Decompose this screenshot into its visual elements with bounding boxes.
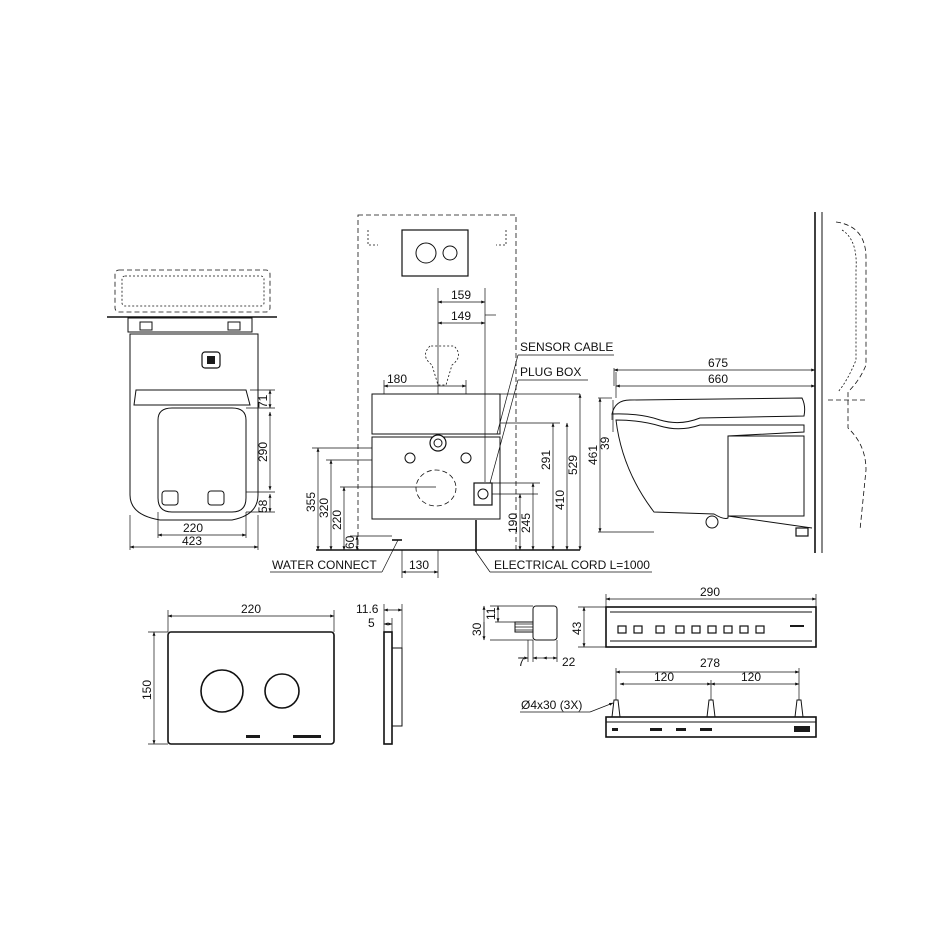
- dim-660: 660: [708, 372, 728, 386]
- plate-side-profile: [383, 631, 393, 745]
- dim-290-panel: 290: [700, 585, 720, 599]
- dim-355: 355: [304, 492, 318, 512]
- dim-120-left: 120: [654, 670, 674, 684]
- panel-btn-9[interactable]: [755, 625, 765, 634]
- seat-side: [611, 397, 806, 424]
- electrical-cord-label: ELECTRICAL CORD L=1000: [494, 558, 650, 572]
- dim-461: 461: [586, 445, 600, 465]
- bowl-rear-body: [727, 435, 805, 517]
- dim-7: 7: [518, 655, 525, 669]
- dim-43: 43: [570, 621, 584, 635]
- panel-side-profile: [532, 605, 558, 641]
- panel-btn-3[interactable]: [655, 625, 665, 634]
- plug-box: [473, 482, 493, 506]
- side-view: 675 660 461 39: [586, 212, 867, 553]
- plug-box-label: PLUG BOX: [520, 365, 581, 379]
- flush-button-small[interactable]: [442, 245, 458, 261]
- dim-58: 58: [256, 499, 270, 513]
- seat-outline: [129, 333, 259, 521]
- dim-11-6: 11.6: [356, 602, 379, 616]
- sensor-lens: [207, 356, 215, 364]
- tank-inner-dashed: [121, 275, 265, 307]
- sensor-cable-label: SENSOR CABLE: [520, 340, 613, 354]
- seat-hinge-edge: [133, 389, 251, 406]
- tank-front-top: [371, 393, 501, 435]
- dim-39: 39: [598, 436, 612, 450]
- foot-right: [207, 490, 225, 506]
- dim-423: 423: [182, 534, 202, 548]
- screw-1: [611, 699, 621, 718]
- dim-190: 190: [506, 513, 520, 533]
- dim-159: 159: [451, 288, 471, 302]
- dim-220-front: 220: [330, 510, 344, 530]
- bowl-side: [615, 419, 805, 519]
- foot-left: [161, 490, 179, 506]
- dim-60: 60: [343, 535, 357, 549]
- tank-side-dashed: [835, 221, 867, 531]
- plate-button-small[interactable]: [264, 673, 300, 709]
- panel-brand-mark: [790, 625, 804, 627]
- plate-brand-mark: [246, 735, 260, 738]
- water-connect-label: WATER CONNECT: [272, 558, 377, 572]
- plate-button-large[interactable]: [200, 669, 244, 713]
- dim-291: 291: [539, 450, 553, 470]
- dim-675: 675: [708, 356, 728, 370]
- frame-corner-details: [367, 230, 507, 246]
- front-view: 159 149 180 291 410 529 355 320 220 60 1…: [270, 214, 652, 578]
- flush-plate: [167, 631, 335, 745]
- valve-dashed: [425, 345, 459, 386]
- dim-220-plan: 220: [183, 521, 203, 535]
- dim-5: 5: [368, 616, 375, 630]
- panel-btn-6[interactable]: [707, 625, 717, 634]
- screw-note: Ø4x30 (3X): [521, 698, 582, 712]
- tank-outline-dashed: [114, 269, 271, 313]
- bracket-clip-left: [139, 321, 153, 331]
- dim-410: 410: [553, 490, 567, 510]
- panel-btn-1[interactable]: [617, 625, 627, 634]
- panel-btn-5[interactable]: [691, 625, 701, 634]
- bracket-clip-right: [227, 321, 241, 331]
- dim-320: 320: [317, 498, 331, 518]
- flush-button-large[interactable]: [415, 242, 437, 264]
- panel-front: [605, 606, 817, 648]
- outlet-circle: [429, 434, 447, 452]
- panel-btn-7[interactable]: [723, 625, 733, 634]
- plate-model-mark: [293, 735, 321, 738]
- flush-plate-front: [401, 229, 469, 277]
- dim-71: 71: [256, 394, 270, 408]
- dim-149: 149: [451, 309, 471, 323]
- dim-22: 22: [562, 655, 576, 669]
- dim-11: 11: [484, 607, 498, 620]
- dim-278: 278: [700, 656, 720, 670]
- dim-180: 180: [387, 372, 407, 386]
- dim-245: 245: [519, 513, 533, 533]
- screw-2: [706, 699, 716, 718]
- dim-30: 30: [470, 622, 484, 636]
- dim-290: 290: [256, 442, 270, 462]
- dim-529: 529: [566, 455, 580, 475]
- mount-bracket: [127, 317, 253, 333]
- drain-dashed: [415, 469, 457, 507]
- panel-btn-4[interactable]: [675, 625, 685, 634]
- screw-3: [794, 699, 804, 718]
- flush-plate-view: 220 150 11.6 5: [140, 602, 403, 745]
- dim-150: 150: [140, 680, 154, 700]
- top-view: 71 290 58 220 423: [107, 269, 277, 550]
- panel-btn-2[interactable]: [633, 625, 643, 634]
- lid-outline: [157, 407, 247, 513]
- dim-220-plate: 220: [241, 602, 261, 616]
- dim-120-right: 120: [741, 670, 761, 684]
- panel-bottom: [605, 716, 817, 738]
- control-panel-view: 11 30 7 22 290 43: [470, 585, 817, 738]
- dim-130: 130: [409, 558, 429, 572]
- panel-btn-8[interactable]: [739, 625, 749, 634]
